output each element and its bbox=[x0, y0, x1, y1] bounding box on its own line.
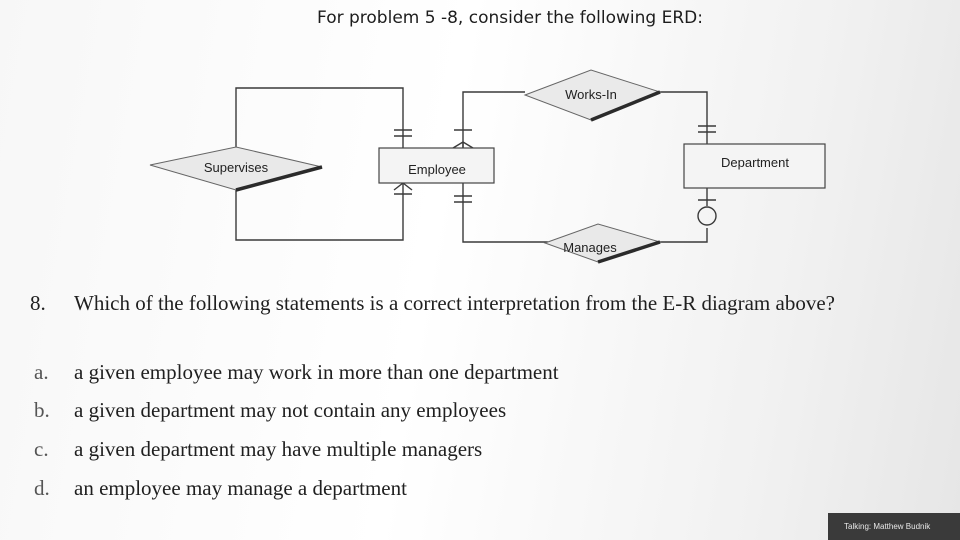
department-entity: Department bbox=[683, 143, 826, 189]
question-number: 8. bbox=[30, 291, 46, 315]
option-letter: a. bbox=[34, 360, 49, 384]
works-in-employee-connector bbox=[462, 91, 525, 148]
manages-label: Manages bbox=[563, 240, 617, 255]
manages-department-connector bbox=[652, 228, 708, 243]
supervises-lower-connector bbox=[235, 183, 404, 241]
supervises-label: Supervises bbox=[204, 160, 269, 175]
option-text: a given employee may work in more than o… bbox=[74, 360, 559, 384]
option-text: a given department may not contain any e… bbox=[74, 398, 507, 422]
question-text: Which of the following statements is a c… bbox=[74, 291, 835, 315]
talking-indicator: Talking: Matthew Budnik bbox=[828, 513, 960, 540]
works-in-department-connector bbox=[655, 91, 708, 144]
option-text: a given department may have multiple man… bbox=[74, 437, 483, 461]
supervises-relationship: Supervises bbox=[149, 146, 323, 192]
works-in-label: Works-In bbox=[565, 87, 617, 102]
cardinality-marks bbox=[393, 125, 717, 226]
option-text: an employee may manage a department bbox=[74, 476, 407, 500]
employee-entity: Employee bbox=[378, 147, 495, 184]
option-letter: c. bbox=[34, 437, 49, 461]
option-letter: b. bbox=[34, 398, 50, 422]
employee-label: Employee bbox=[408, 162, 466, 177]
manages-relationship: Manages bbox=[543, 223, 662, 264]
option-letter: d. bbox=[34, 476, 50, 500]
manages-employee-connector bbox=[462, 183, 548, 243]
works-in-relationship: Works-In bbox=[523, 69, 662, 122]
supervises-upper-connector bbox=[235, 87, 404, 155]
department-label: Department bbox=[721, 155, 789, 170]
slide-heading: For problem 5 -8, consider the following… bbox=[317, 8, 703, 28]
erd-diagram: Supervises Employee Works-In Department … bbox=[149, 69, 826, 264]
